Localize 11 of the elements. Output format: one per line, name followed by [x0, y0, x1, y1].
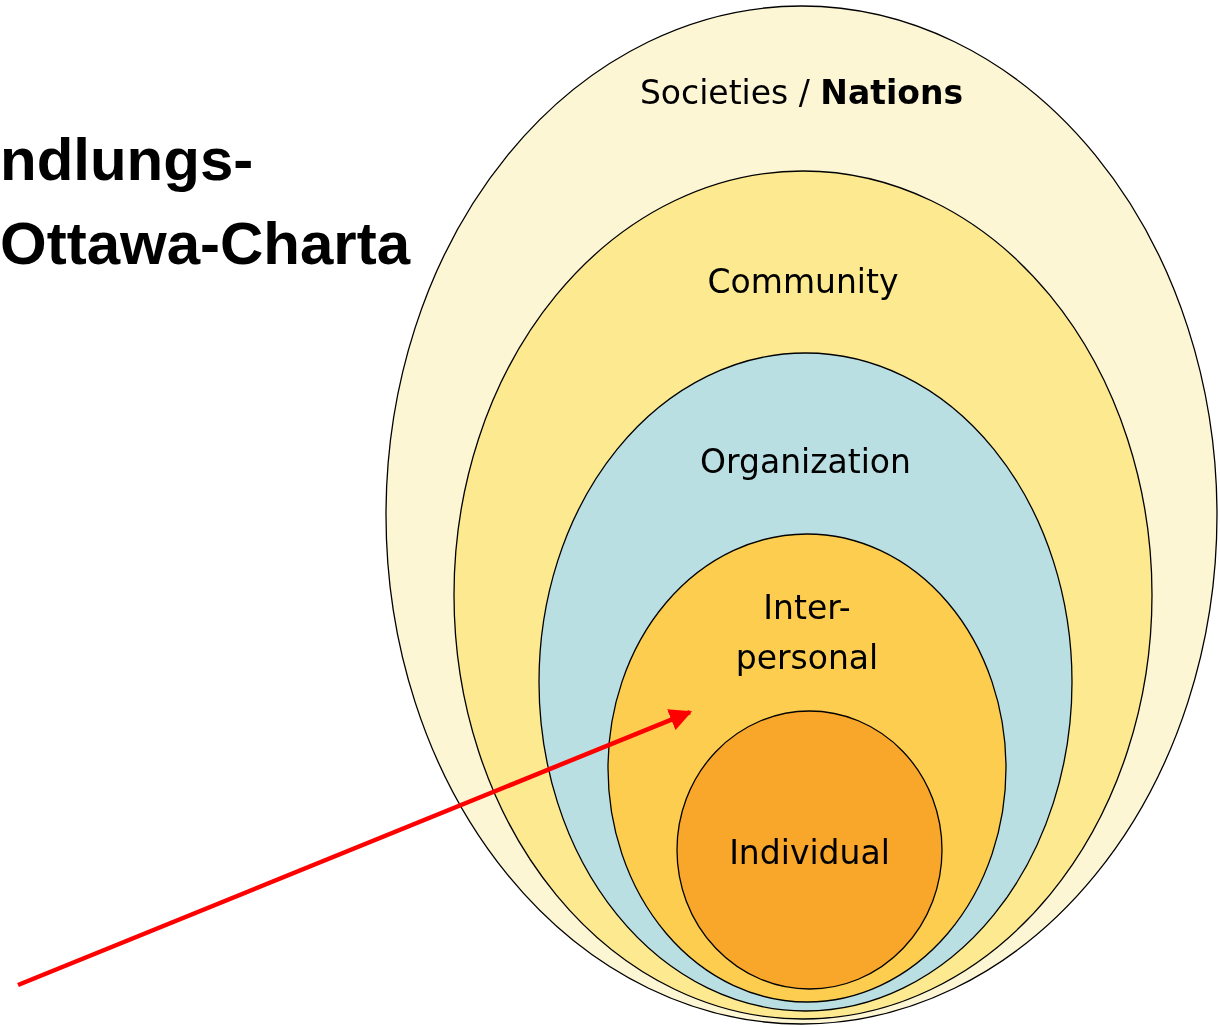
level-ellipse — [607, 533, 1007, 1003]
arrow — [17, 709, 693, 988]
level-ellipse — [676, 710, 943, 990]
heading: ndlungs- Ottawa-Charta — [0, 125, 412, 279]
level-label: Organization — [699, 441, 912, 483]
level-ellipse — [453, 170, 1153, 1020]
level-ellipse — [538, 352, 1073, 1012]
level-label: Societies / Nations — [638, 72, 965, 114]
level-label: Inter- personal — [734, 587, 880, 679]
level-label: Community — [706, 261, 900, 303]
level-label: Individual — [728, 832, 891, 874]
